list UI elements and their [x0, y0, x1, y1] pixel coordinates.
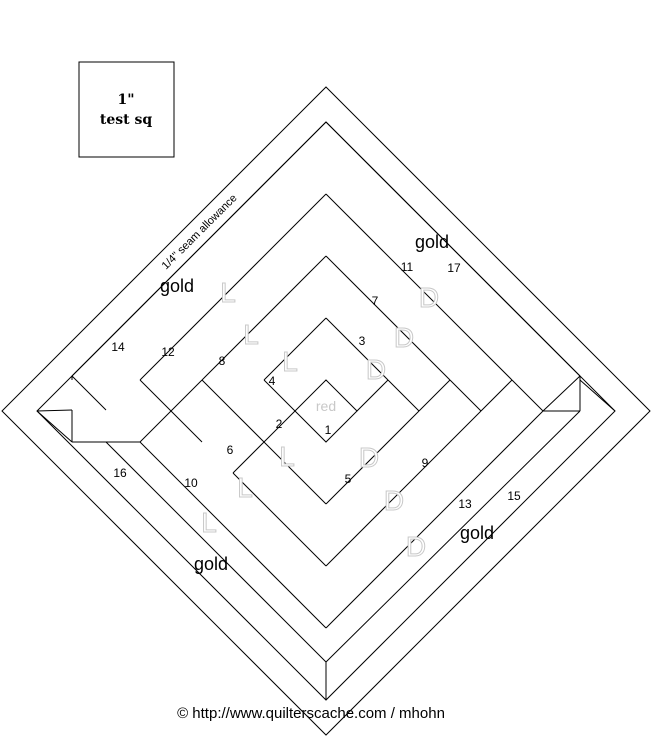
gold-label: gold	[415, 232, 449, 252]
piece-number: 5	[345, 472, 352, 486]
seam-allowance-label: 1/4" seam allowance	[160, 192, 240, 272]
piece-number: 11	[401, 260, 414, 274]
light-marker: L	[201, 507, 217, 538]
piece-number: 2	[276, 417, 283, 431]
test-square: 1" test sq	[78, 61, 175, 158]
credit-line: © http://www.quilterscache.com / mhohn	[177, 705, 445, 722]
gold-label: gold	[460, 523, 494, 543]
test-square-caption: test sq	[100, 112, 152, 128]
piece-number: 12	[161, 345, 175, 359]
light-markers: L L L L L L	[201, 277, 299, 539]
piece-number: 3	[359, 334, 366, 348]
light-marker: L	[220, 277, 236, 308]
piece-number: 4	[269, 374, 276, 388]
dark-marker: D	[384, 485, 404, 516]
light-marker: L	[279, 441, 295, 472]
dark-markers: D D D D D D	[358, 282, 439, 563]
piece-number: 6	[227, 443, 234, 457]
dark-marker: D	[359, 442, 379, 473]
dark-marker: D	[406, 531, 426, 562]
test-square-size: 1"	[117, 92, 134, 108]
piece-number: 16	[113, 466, 127, 480]
gold-label: gold	[160, 276, 194, 296]
dark-marker: D	[366, 354, 386, 385]
piece-number: 13	[458, 497, 472, 511]
center-color-label: red	[316, 398, 336, 414]
piece-numbers: 1 2 3 4 5 6 7 8 9 10 11 12 13 14 15 16 1…	[111, 260, 521, 511]
piece-number: 14	[111, 340, 125, 354]
center-square	[294, 379, 358, 443]
piece-number: 17	[447, 261, 461, 275]
dark-marker: D	[419, 282, 439, 313]
piece-seams	[36, 121, 616, 700]
piece-number: 8	[219, 354, 226, 368]
piece-number: 15	[507, 489, 521, 503]
piece-number: 10	[184, 476, 198, 490]
piece-number: 1	[325, 423, 332, 437]
gold-label: gold	[194, 554, 228, 574]
light-marker: L	[282, 346, 298, 377]
gold-labels: gold gold gold gold	[160, 232, 494, 574]
dark-marker: D	[394, 322, 414, 353]
light-marker: L	[243, 319, 259, 350]
test-square-box	[78, 61, 175, 158]
piece-number: 7	[372, 294, 379, 308]
seam-allowance-outline	[1, 86, 651, 736]
piece-number: 9	[422, 456, 429, 470]
light-marker: L	[237, 472, 253, 503]
